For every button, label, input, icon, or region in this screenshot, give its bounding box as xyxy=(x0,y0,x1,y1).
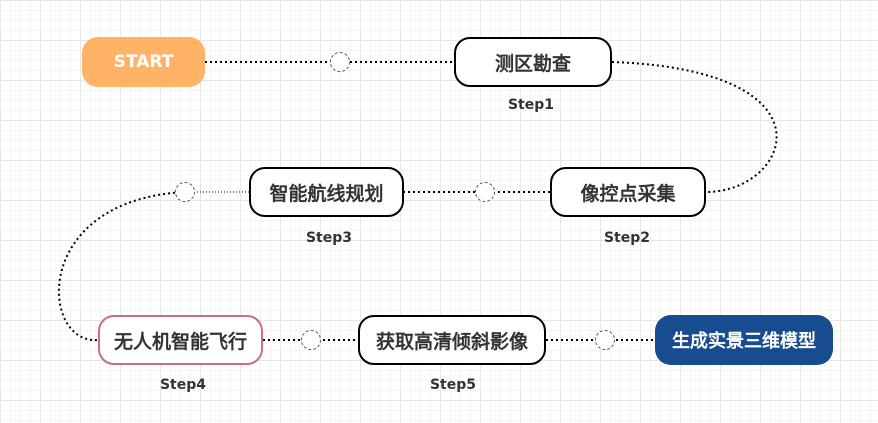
step5-label: Step5 xyxy=(429,377,477,393)
step4-label: Step4 xyxy=(159,377,207,393)
end-node[interactable]: 生成实景三维模型 xyxy=(655,315,833,365)
step4-uav-flight-node[interactable]: 无人机智能飞行 xyxy=(98,315,263,365)
step5-acquire-images-node[interactable]: 获取高清倾斜影像 xyxy=(358,315,546,365)
junction-point xyxy=(330,52,350,72)
step3-label: Step3 xyxy=(305,230,353,246)
step2-control-points-node[interactable]: 像控点采集 xyxy=(550,167,706,217)
junction-point xyxy=(301,330,321,350)
junction-point xyxy=(595,330,615,350)
step3-route-planning-node[interactable]: 智能航线规划 xyxy=(249,167,404,217)
step1-label: Step1 xyxy=(507,97,555,113)
step1-survey-node[interactable]: 测区勘查 xyxy=(454,37,612,87)
junction-point xyxy=(175,182,195,202)
junction-point xyxy=(475,182,495,202)
connector-junction-uav-flight xyxy=(57,191,186,342)
step2-label: Step2 xyxy=(603,230,651,246)
connector-survey-control-points xyxy=(611,61,778,193)
start-node[interactable]: START xyxy=(82,37,205,87)
